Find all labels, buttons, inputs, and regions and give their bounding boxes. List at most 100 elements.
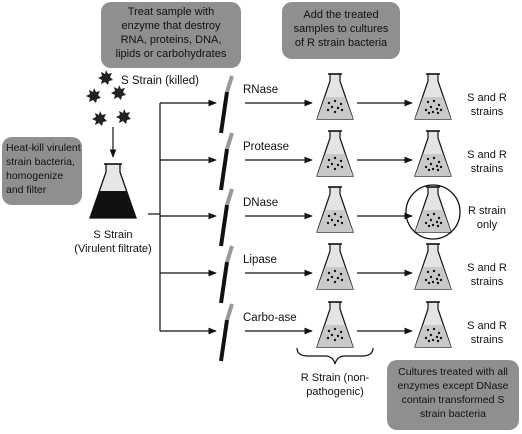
bacteria-dot [336,276,340,280]
treat-callout-line: Treat sample with [128,6,214,18]
killed-bacteria-cluster [86,70,131,126]
bacteria-dot [333,99,337,103]
r-culture-flask [316,130,354,177]
bacteria-dot [431,167,435,171]
bacteria-dot [431,280,435,284]
bacteria-dot [424,165,428,169]
source-flask [89,163,137,219]
highlight-circle [405,184,461,240]
bacterium-star-icon [98,70,113,85]
source-flask-label: S Strain [93,229,132,241]
bacteria-dot [435,220,439,224]
bacteria-dot [424,221,428,225]
bacteria-dot [339,102,343,106]
bacteria-dot [336,163,340,167]
add-callout-line: Add the treated [303,9,378,21]
result-label: S and R [467,262,507,274]
result-flask [414,186,452,233]
bacteria-dot [340,278,344,282]
bacteria-dot [426,157,430,161]
bacteria-dot [437,160,441,164]
bacteria-dot [432,327,436,331]
bacteria-dot [326,336,330,340]
enzyme-label: Carbo-ase [243,312,297,324]
bacteria-dot [340,336,344,340]
pipette-icon [219,303,234,362]
bacteria-dot [333,223,337,227]
bacteria-dot [427,111,431,115]
bacteria-dot [336,334,340,338]
result-flask [414,243,452,290]
conclusion-callout-line: Cultures treated with all [398,366,508,378]
bacterium-star-icon [116,109,131,124]
bacteria-dot [339,215,343,219]
bacteria-dot [333,167,337,171]
r-culture-flask [316,73,354,120]
add-callout: Add the treated samples to cultures of R… [282,2,400,59]
bacteria-dot [333,338,337,342]
bacterium-star-icon [92,111,107,126]
treat-callout-line: lipids or carbohydrates [116,48,227,60]
bacteria-dot [327,158,331,162]
r-strain-label: R Strain (non- [301,372,370,384]
bacteria-dot [340,108,344,112]
bacteria-dot [327,271,331,275]
bacteria-dot [437,216,441,220]
result-label: S and R [467,149,507,161]
bacteria-dot [432,269,436,273]
heat-callout-line: homogenize [6,170,63,182]
result-flask [414,130,452,177]
bacteria-dot [427,224,431,228]
bacteria-dot [429,333,433,337]
heat-callout-line: and filter [6,184,47,196]
conclusion-callout-line: enzymes except DNase [398,380,509,392]
bacteria-dot [426,213,430,217]
bacteria-dot [435,335,439,339]
heat-callout-line: strain bacteria, [6,156,75,168]
result-label: strains [471,276,504,288]
bacteria-dot [439,165,443,169]
bacteria-dot [427,168,431,172]
bacterium-star-icon [111,85,126,100]
treat-callout-line: RNA, proteins, DNA, [121,34,222,46]
r-culture-flask [316,186,354,233]
bacteria-dot [431,223,435,227]
bacterium-star-icon [86,88,101,103]
conclusion-callout: Cultures treated with all enzymes except… [387,360,519,430]
treat-callout: Treat sample with enzyme that destroy RN… [101,2,241,68]
result-flask [414,301,452,348]
conclusion-callout-line: contain transformed S [402,394,505,406]
r-strain-brace [296,347,374,365]
bacteria-dot [327,101,331,105]
row-lipase: Lipase S and R strains [160,243,507,304]
bacteria-dot [437,103,441,107]
bacteria-dot [439,221,443,225]
bacteria-dot [432,99,436,103]
pipette-icon [219,132,234,191]
r-culture-flask [316,301,354,348]
pipette-icon [219,188,234,247]
bacteria-dot [326,165,330,169]
enzyme-label: DNase [243,197,278,209]
bacteria-dot [327,329,331,333]
bacteria-dot [429,275,433,279]
bacteria-dot [432,156,436,160]
result-label: S and R [467,92,507,104]
bacteria-dot [333,110,337,114]
bacteria-dot [333,327,337,331]
bacteria-dot [339,159,343,163]
bacteria-dot [327,214,331,218]
bacteria-dot [340,221,344,225]
bacteria-dot [424,336,428,340]
bacteria-dot [424,278,428,282]
enzyme-label: Lipase [243,254,277,266]
bacteria-dot [429,162,433,166]
bacteria-dot [336,106,340,110]
result-label: strains [471,163,504,175]
